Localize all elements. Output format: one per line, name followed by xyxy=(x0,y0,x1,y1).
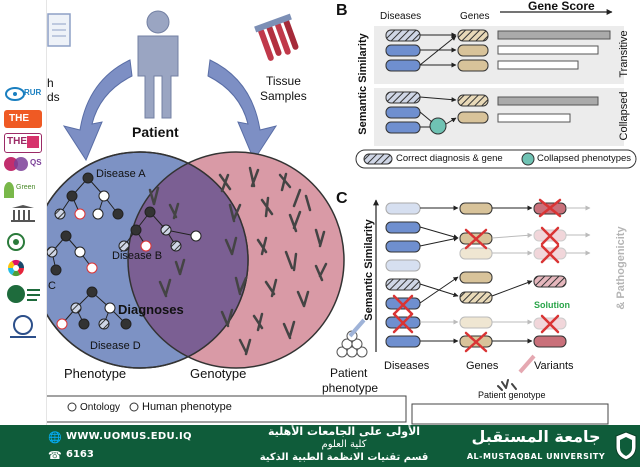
panel-label-c: C xyxy=(336,190,348,207)
transitive-label: Transitive xyxy=(618,30,630,78)
panel-c xyxy=(336,198,609,425)
university-emblem-icon xyxy=(615,431,637,461)
disease-a-label: Disease A xyxy=(96,168,146,180)
collapsed-phenotype-node xyxy=(429,117,447,135)
panel-a xyxy=(31,10,407,423)
panel-label-b: B xyxy=(336,2,348,19)
gene-score-bar xyxy=(497,96,599,106)
collapsed-rows xyxy=(385,91,599,135)
brand-arabic: جامعة المستقبل xyxy=(471,427,601,446)
panel-b-genes-label: Genes xyxy=(460,11,490,22)
phone-icon: ☎ xyxy=(48,449,62,462)
exclusion-crosses xyxy=(392,198,562,353)
sdg-logo[interactable] xyxy=(4,258,42,278)
disease-column xyxy=(385,202,421,348)
arab-ranking-logo[interactable] xyxy=(4,232,42,252)
panel-c-diseases-label: Diseases xyxy=(384,360,430,372)
arab-universities-logo[interactable] xyxy=(4,283,42,305)
gene-score-bar xyxy=(497,113,571,123)
brand-english: AL-MUSTAQBAL UNIVERSITY xyxy=(466,452,606,461)
ontology-tree-c xyxy=(46,230,98,276)
panel-b-diseases-label: Diseases xyxy=(380,11,422,22)
the-impact-logo[interactable]: THE xyxy=(4,133,42,153)
transitive-rows xyxy=(385,29,611,72)
footer-arabic-line1: الأولى على الجامعات الأهلية xyxy=(267,425,421,438)
ontology-tree-b xyxy=(118,206,202,252)
panel-c-variants-label: Variants xyxy=(534,360,574,372)
figure xyxy=(31,9,637,425)
gene-score-bar xyxy=(497,30,611,40)
footer-arabic-line2: كلية العلوم xyxy=(321,439,367,450)
disease-d-label: Disease D xyxy=(90,340,141,352)
phenotype-label: Phenotype xyxy=(64,366,127,381)
legend-human-phenotype-label: Human phenotype xyxy=(142,401,232,413)
qs-logo-text: QS xyxy=(30,158,42,167)
panel-c-semantic-similarity: Semantic Similarity xyxy=(363,219,375,321)
legend-collapsed-label: Collapsed phenotypes xyxy=(537,153,632,164)
legend-ontology-label: Ontology xyxy=(80,402,121,413)
gene-column xyxy=(459,202,493,348)
rur-logo[interactable]: RUR xyxy=(4,82,42,106)
patient-phenotype-icon xyxy=(336,330,368,358)
genotype-label: Genotype xyxy=(190,366,247,381)
patient-icon xyxy=(137,10,179,119)
the-logo[interactable]: THE xyxy=(4,110,42,128)
institution-logo[interactable] xyxy=(4,205,42,223)
the-logo-text: THE xyxy=(9,113,29,124)
patient-label: Patient xyxy=(132,124,179,140)
tissue-samples-icon xyxy=(254,13,299,61)
correct-diagnosis-legend-icon xyxy=(363,153,393,165)
variant-column xyxy=(533,202,567,348)
disease-b-label: Disease B xyxy=(112,250,163,262)
panel-c-genes-label: Genes xyxy=(466,360,499,372)
gene-score-label: Gene Score xyxy=(528,0,595,13)
panel-c-arrows xyxy=(419,205,591,344)
phone-number[interactable]: 6163 xyxy=(66,449,94,460)
website-link[interactable]: WWW.UOMUS.EDU.IQ xyxy=(66,431,192,442)
ontology-tree-d xyxy=(56,286,132,330)
footer-arabic-line3: قسم تقنيات الانظمة الطبية الذكية xyxy=(259,452,429,463)
qs-logo[interactable]: QS xyxy=(4,156,42,172)
patient-phenotype-label-1: Patient xyxy=(330,366,368,380)
solution-label: Solution xyxy=(534,300,570,310)
pathogenicity-label: & Pathogenicity xyxy=(615,226,627,310)
chromosomes xyxy=(148,166,328,356)
disease-c-label: C xyxy=(48,280,56,292)
patient-phenotype-label-2: phenotype xyxy=(322,381,379,395)
human-phenotype-legend-icon xyxy=(129,402,139,412)
collapsed-label: Collapsed xyxy=(618,91,630,141)
footer-bar: 🌐 WWW.UOMUS.EDU.IQ ☎ 6163 الأولى على الج… xyxy=(0,425,640,467)
arrow-left-icon xyxy=(62,59,133,162)
patient-genotype-label: Patient genotype xyxy=(478,390,546,400)
tissue-samples-label-2: Samples xyxy=(260,89,307,103)
patient-genotype-icon xyxy=(497,379,517,391)
gene-score-bar xyxy=(497,60,579,70)
panel-b xyxy=(355,9,637,169)
records-label-1: h xyxy=(47,76,54,90)
tissue-samples-label-1: Tissue xyxy=(266,74,301,88)
the-impact-logo-text: THE xyxy=(7,136,27,147)
panel-b-legend xyxy=(355,149,637,169)
diagnoses-overlap xyxy=(127,152,248,368)
collapsed-phenotypes-legend-icon xyxy=(521,152,535,166)
ontology-tree-a xyxy=(54,172,124,220)
green-metric-logo-text: Green xyxy=(16,184,36,191)
gene-score-bar xyxy=(497,45,599,55)
records-label-2: ds xyxy=(47,90,60,104)
diagnoses-label: Diagnoses xyxy=(118,302,184,317)
ontology-legend-icon xyxy=(67,402,77,412)
legend-correct-label: Correct diagnosis & gene xyxy=(396,153,503,164)
federation-logo[interactable] xyxy=(4,314,42,340)
green-metric-logo[interactable]: Green xyxy=(4,180,42,200)
globe-icon: 🌐 xyxy=(48,431,62,444)
rur-logo-text: RUR xyxy=(24,88,42,97)
sidebar: RUR THE THE QS Green xyxy=(0,0,47,425)
panel-b-semantic-similarity: Semantic Similarity xyxy=(357,33,369,135)
